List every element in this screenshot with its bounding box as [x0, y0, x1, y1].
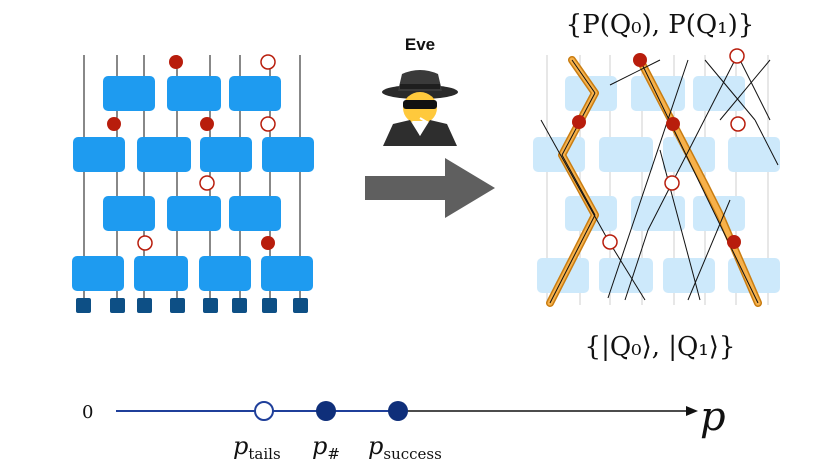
faded-gate	[728, 137, 780, 172]
readout-square	[76, 298, 91, 313]
axis-origin-label: 0	[82, 402, 93, 423]
two-qubit-gates	[72, 76, 314, 291]
gate	[167, 196, 221, 231]
readout-square	[293, 298, 308, 313]
filled-red-marker	[261, 236, 275, 250]
gate	[167, 76, 221, 111]
gate	[137, 137, 191, 172]
axis-arrowhead	[686, 406, 698, 416]
right-arrow	[365, 158, 495, 218]
gate	[200, 137, 252, 172]
faded-circuit	[533, 48, 780, 307]
axis-variable-label: p	[700, 394, 726, 440]
hollow-red-marker	[602, 234, 618, 250]
faded-gate	[631, 196, 685, 231]
p-success-marker	[388, 401, 408, 421]
gate	[72, 256, 124, 291]
gate	[229, 196, 281, 231]
measurement-markers	[107, 54, 276, 251]
path-lines	[540, 55, 779, 304]
filled-red-marker	[200, 117, 214, 131]
hollow-red-marker	[664, 175, 680, 191]
readout-square	[110, 298, 125, 313]
gate	[199, 256, 251, 291]
readout-square	[137, 298, 152, 313]
hollow-red-marker	[199, 175, 215, 191]
eve-label: Eve	[405, 35, 435, 54]
filled-red-marker	[633, 53, 647, 67]
gate	[103, 196, 155, 231]
hollow-red-marker	[260, 54, 276, 70]
faded-gate	[663, 258, 715, 293]
p-hash-label: p#	[312, 432, 340, 463]
p-tails-label: ptails	[233, 432, 281, 463]
readout-square	[232, 298, 247, 313]
spy-icon	[382, 70, 458, 146]
classical-distribution-label: {P(Q₀), P(Q₁)}	[566, 10, 755, 40]
p-success-label: psuccess	[368, 432, 442, 463]
gate	[262, 137, 314, 172]
filled-red-marker	[169, 55, 183, 69]
readout-square	[170, 298, 185, 313]
gate	[229, 76, 281, 111]
gate	[103, 76, 155, 111]
gate	[134, 256, 188, 291]
faded-gate	[599, 258, 653, 293]
readout-square	[262, 298, 277, 313]
p-hash-marker	[316, 401, 336, 421]
quantum-states-label: {|Q₀⟩, |Q₁⟩}	[585, 332, 736, 362]
hollow-red-marker	[730, 116, 746, 132]
faded-gate	[693, 76, 745, 111]
filled-red-marker	[107, 117, 121, 131]
filled-red-marker	[572, 115, 586, 129]
gate	[73, 137, 125, 172]
gate	[261, 256, 313, 291]
hollow-red-marker	[137, 235, 153, 251]
hollow-red-marker	[729, 48, 745, 64]
hollow-red-marker	[260, 116, 276, 132]
path-markers	[572, 48, 746, 250]
faded-gate	[599, 137, 653, 172]
readout-squares	[76, 298, 308, 313]
filled-red-marker	[666, 117, 680, 131]
probability-axis: 0 p ptails p# psuccess	[82, 394, 726, 463]
p-tails-marker	[254, 401, 274, 421]
readout-square	[203, 298, 218, 313]
filled-red-marker	[727, 235, 741, 249]
brickwork-circuit	[72, 54, 314, 313]
